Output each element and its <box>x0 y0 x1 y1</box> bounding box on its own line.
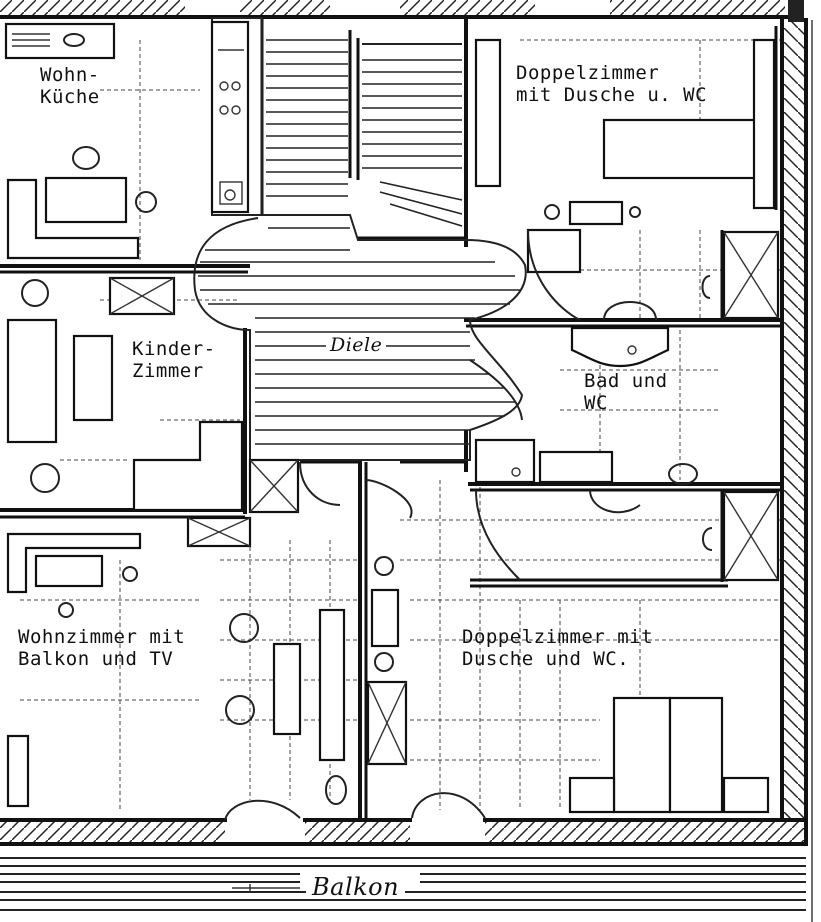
bottom-wall <box>0 818 808 846</box>
room-label-kids-room: Kinder- Zimmer <box>132 338 216 382</box>
double-room-top-furniture <box>474 38 780 321</box>
room-label-kitchen: Wohn- Küche <box>40 64 100 108</box>
double-room-bottom-furniture <box>299 461 770 819</box>
balcony-label-marker <box>232 884 300 892</box>
top-wall <box>0 0 804 22</box>
staircase <box>211 17 463 227</box>
balcony-railing <box>0 857 806 911</box>
bath-furniture <box>469 326 780 582</box>
right-wall <box>780 18 813 922</box>
living-furniture <box>6 532 347 821</box>
hall-floor <box>193 214 527 461</box>
room-label-double-room-bottom: Doppelzimmer mit Dusche und WC. <box>462 626 654 670</box>
room-label-living-room: Wohnzimmer mit Balkon und TV <box>18 626 186 670</box>
kitchen-furniture <box>4 20 250 260</box>
interior-walls <box>0 16 784 820</box>
room-label-balcony: Balkon <box>306 875 406 899</box>
kids-furniture <box>6 276 300 548</box>
room-label-hall: Diele <box>326 334 387 356</box>
room-label-double-room-top: Doppelzimmer mit Dusche u. WC <box>516 62 708 106</box>
room-label-bath: Bad und WC <box>584 370 668 414</box>
